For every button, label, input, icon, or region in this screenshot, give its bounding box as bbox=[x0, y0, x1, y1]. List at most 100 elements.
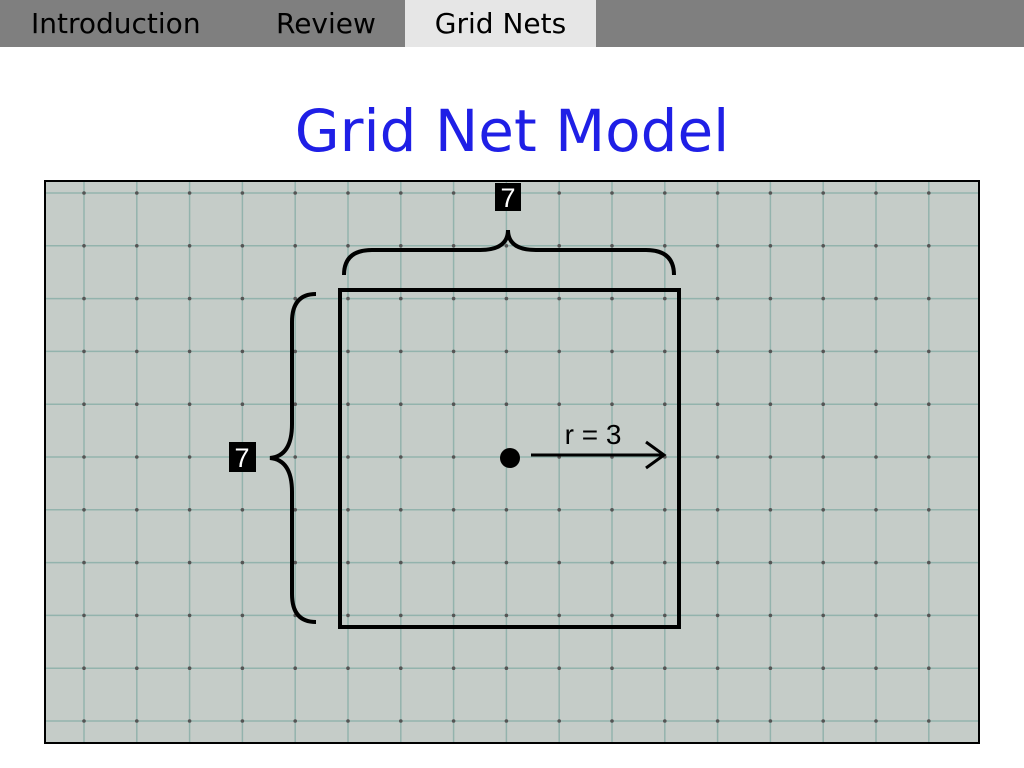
grid-dot bbox=[240, 508, 245, 512]
page-title: Grid Net Model bbox=[294, 97, 730, 165]
radius-label: r = 3 bbox=[565, 419, 622, 450]
grid-dot bbox=[240, 560, 245, 565]
grid-dot bbox=[504, 719, 509, 723]
grid-dot bbox=[346, 666, 350, 670]
tab-bar: Introduction Review Grid Nets bbox=[0, 0, 1024, 47]
grid-dot bbox=[346, 402, 350, 406]
grid-dot bbox=[346, 613, 350, 618]
grid-dot bbox=[187, 560, 192, 565]
grid-dot bbox=[715, 191, 720, 195]
width-label-box bbox=[495, 183, 521, 211]
grid-dot bbox=[240, 719, 245, 723]
grid-dot bbox=[187, 508, 192, 512]
grid-dot bbox=[399, 402, 403, 406]
grid-dot bbox=[557, 244, 561, 248]
grid-dot bbox=[240, 244, 245, 248]
grid-dot bbox=[82, 402, 86, 406]
grid-dot bbox=[240, 349, 245, 354]
tab-introduction[interactable]: Introduction bbox=[31, 7, 201, 40]
grid-dot bbox=[927, 244, 931, 248]
grid-dot bbox=[821, 719, 825, 723]
grid-dot bbox=[557, 666, 561, 670]
grid-dot bbox=[346, 719, 350, 723]
grid-dot bbox=[557, 508, 561, 512]
grid-dot bbox=[821, 666, 825, 670]
grid-dot bbox=[557, 349, 561, 354]
tab-grid-nets[interactable]: Grid Nets bbox=[405, 0, 596, 47]
grid-dot bbox=[927, 560, 931, 565]
grid-dot bbox=[874, 244, 878, 248]
grid-dot bbox=[663, 296, 667, 301]
grid-dot bbox=[135, 191, 139, 195]
grid-dot bbox=[927, 191, 931, 195]
grid-dot bbox=[821, 508, 825, 512]
grid-dot bbox=[293, 349, 297, 354]
grid-dot bbox=[187, 349, 192, 354]
grid-dot bbox=[293, 296, 297, 301]
grid-dot bbox=[610, 349, 614, 354]
grid-dot bbox=[187, 296, 192, 301]
grid-dot bbox=[346, 296, 350, 301]
grid-net-figure: 7 7 r = 3 bbox=[44, 180, 980, 744]
grid-dot bbox=[346, 560, 350, 565]
grid-dot bbox=[82, 613, 86, 618]
grid-dot bbox=[768, 244, 773, 248]
grid-dot bbox=[610, 402, 614, 406]
grid-dot bbox=[874, 508, 878, 512]
tab-review[interactable]: Review bbox=[276, 7, 376, 40]
grid-dot bbox=[399, 349, 403, 354]
grid-dot bbox=[82, 455, 86, 459]
grid-dot bbox=[82, 560, 86, 565]
grid-dot bbox=[663, 613, 667, 618]
grid-dot bbox=[715, 560, 720, 565]
grid-dot bbox=[715, 349, 720, 354]
grid-dot bbox=[451, 402, 456, 406]
grid-dot bbox=[557, 191, 561, 195]
grid-dot bbox=[663, 244, 667, 248]
grid-dot bbox=[768, 455, 773, 459]
radius-arrow-head bbox=[645, 440, 667, 470]
grid-dot bbox=[821, 613, 825, 618]
height-label: 7 bbox=[234, 443, 249, 473]
grid-dot bbox=[768, 402, 773, 406]
grid-dot bbox=[399, 719, 403, 723]
grid-dot bbox=[187, 244, 192, 248]
grid-dot bbox=[82, 508, 86, 512]
grid-dot bbox=[504, 349, 509, 354]
grid-net-diagram: 7 7 r = 3 bbox=[44, 180, 980, 744]
grid-dot bbox=[293, 560, 297, 565]
grid-dot bbox=[293, 508, 297, 512]
grid-dot bbox=[504, 402, 509, 406]
grid-dot bbox=[610, 508, 614, 512]
grid-dot bbox=[187, 613, 192, 618]
grid-dot bbox=[927, 296, 931, 301]
grid-dot bbox=[451, 560, 456, 565]
grid-dot bbox=[187, 666, 192, 670]
grid-dot bbox=[663, 402, 667, 406]
grid-dot bbox=[399, 455, 403, 459]
grid-dot bbox=[874, 613, 878, 618]
grid-dot bbox=[399, 666, 403, 670]
grid-dot bbox=[451, 508, 456, 512]
grid-dot bbox=[663, 666, 667, 670]
grid-dot bbox=[504, 244, 509, 248]
grid-dot bbox=[663, 719, 667, 723]
grid-dot bbox=[293, 191, 297, 195]
grid-dot bbox=[715, 455, 720, 459]
grid-dot bbox=[135, 402, 139, 406]
grid-dot bbox=[768, 296, 773, 301]
grid-dot bbox=[610, 719, 614, 723]
grid-dot bbox=[135, 508, 139, 512]
grid-dot bbox=[715, 666, 720, 670]
grid-dot bbox=[240, 402, 245, 406]
grid-dot bbox=[504, 560, 509, 565]
grid-dot bbox=[821, 402, 825, 406]
grid-dot bbox=[293, 719, 297, 723]
grid-dot bbox=[927, 349, 931, 354]
grid-dot bbox=[346, 191, 350, 195]
grid-dot bbox=[293, 402, 297, 406]
grid-dot bbox=[451, 191, 456, 195]
grid-dot bbox=[874, 560, 878, 565]
grid-dot bbox=[293, 244, 297, 248]
grid-dot bbox=[187, 191, 192, 195]
